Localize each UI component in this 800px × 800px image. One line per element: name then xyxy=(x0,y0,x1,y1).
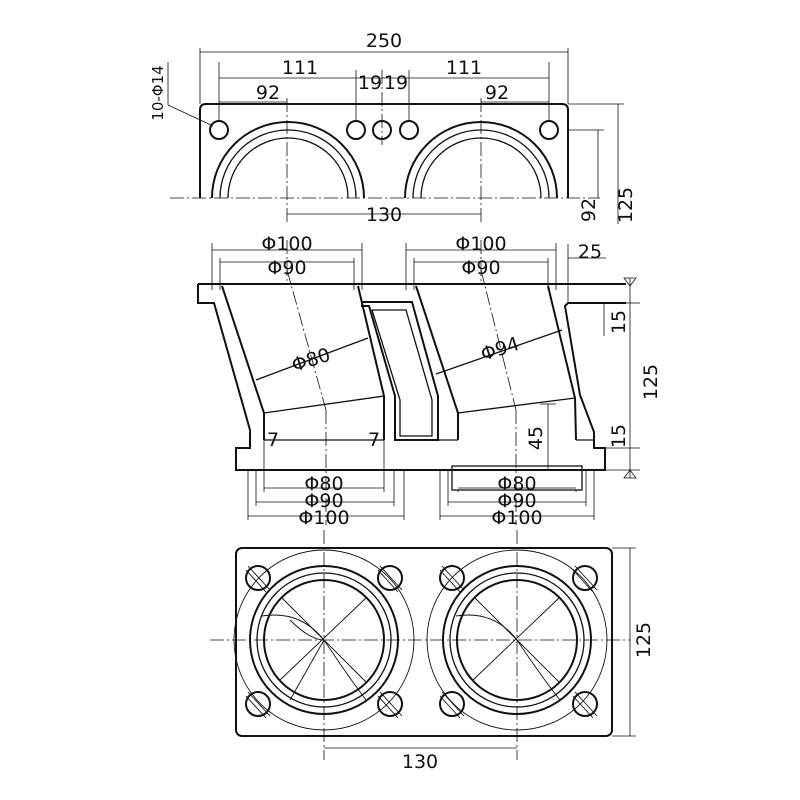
dim-label-125-section: 125 xyxy=(640,364,662,400)
bolt-hole xyxy=(209,120,229,140)
hole-callout-label: 10-Φ14 xyxy=(149,65,167,120)
dim-label-19-left: 19 xyxy=(358,72,382,94)
dim-label-d90-bottom-left: Φ90 xyxy=(304,490,343,512)
dim-label-125-bottom: 125 xyxy=(633,622,655,658)
left-arch-inner xyxy=(227,137,349,199)
bottom-bolt-holes xyxy=(245,565,598,719)
dim-label-d80-inner: Φ80 xyxy=(289,344,333,377)
bolt-hole xyxy=(572,691,598,717)
dim-label-d100-top-left: Φ100 xyxy=(261,233,312,255)
bolt-hole xyxy=(399,120,419,140)
dim-label-d94-inner: Φ94 xyxy=(478,333,522,366)
dim-label-d100-bottom-right: Φ100 xyxy=(491,507,542,529)
right-port-bottom-boss xyxy=(451,465,583,491)
dim-label-92-left: 92 xyxy=(256,82,280,104)
dim-label-d80-bottom-left: Φ80 xyxy=(304,473,343,495)
left-passage-centerline xyxy=(286,269,327,411)
bolt-hole xyxy=(245,691,271,717)
right-port-bottom xyxy=(426,549,608,731)
left-passage-wall-outer xyxy=(221,285,265,440)
right-passage-wall-inner xyxy=(547,285,577,441)
bolt-hole xyxy=(439,691,465,717)
dim-label-d90-top-left: Φ90 xyxy=(267,257,306,279)
bottom-view-flange xyxy=(235,547,613,737)
dim-label-250: 250 xyxy=(366,30,402,52)
dim-label-130-bottom: 130 xyxy=(402,751,438,773)
left-arch-mid xyxy=(219,129,357,199)
section-line-left-bottom xyxy=(263,395,385,414)
dim-label-25: 25 xyxy=(578,241,602,263)
dim-label-130-top: 130 xyxy=(366,204,402,226)
dim-label-d100-top-right: Φ100 xyxy=(455,233,506,255)
bolt-hole xyxy=(439,565,465,591)
left-port-bottom xyxy=(233,549,415,731)
right-passage-centerline xyxy=(480,269,517,411)
dim-label-d90-bottom-right: Φ90 xyxy=(497,490,536,512)
section-line-right-bottom xyxy=(457,397,576,414)
dim-label-111-left: 111 xyxy=(282,57,318,79)
bolt-hole xyxy=(377,565,403,591)
dim-label-92-right: 92 xyxy=(485,82,509,104)
hole-callout-leader xyxy=(167,104,214,127)
top-view: 250 111 111 19 19 92 92 130 92 125 10-Φ1… xyxy=(149,30,637,226)
bolt-hole xyxy=(346,120,366,140)
dim-label-d80-bottom-right: Φ80 xyxy=(497,473,536,495)
dim-label-d90-top-right: Φ90 xyxy=(461,257,500,279)
dim-label-d100-bottom-left: Φ100 xyxy=(298,507,349,529)
dim-label-7-left: 7 xyxy=(267,429,279,451)
bolt-hole xyxy=(245,565,271,591)
bolt-hole xyxy=(539,120,559,140)
bolt-hole xyxy=(377,691,403,717)
top-view-outline xyxy=(199,103,569,198)
central-web-inner xyxy=(371,309,433,437)
bottom-view: 125 130 xyxy=(210,530,655,773)
section-view: Φ100 Φ90 Φ100 Φ90 25 Φ80 Φ94 15 125 15 7… xyxy=(197,233,662,529)
left-arch-outer xyxy=(211,121,365,199)
dim-label-19-right: 19 xyxy=(384,72,408,94)
dim-label-125-vertical: 125 xyxy=(615,187,637,223)
section-line-right xyxy=(435,329,563,375)
dim-label-111-right: 111 xyxy=(446,57,482,79)
dim-label-15-bottom: 15 xyxy=(608,424,630,448)
dim-label-92-vertical: 92 xyxy=(578,198,600,222)
bolt-hole xyxy=(572,565,598,591)
dim-label-45: 45 xyxy=(525,426,547,450)
dim-label-7-right: 7 xyxy=(368,429,380,451)
left-passage-wall-inner xyxy=(357,285,385,440)
dim-label-15-top: 15 xyxy=(608,310,630,334)
